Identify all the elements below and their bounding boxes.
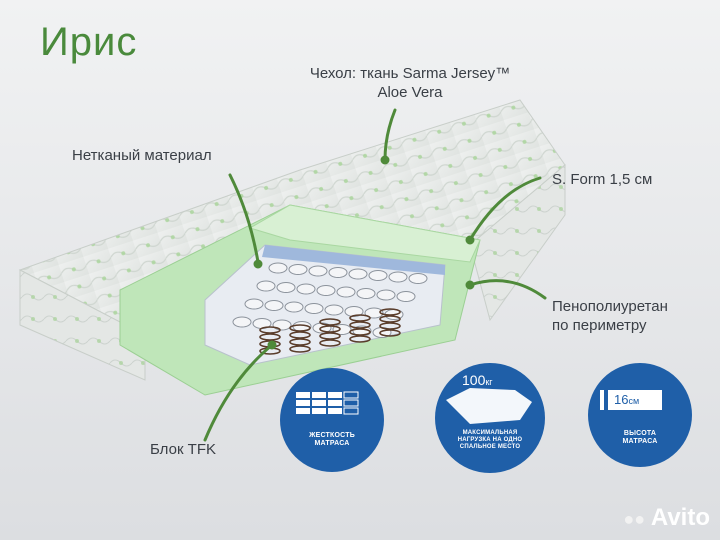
spring-pocket <box>264 300 284 311</box>
spring-pocket <box>304 303 324 314</box>
height-value: 16см <box>614 392 639 407</box>
height-caption: ВЫСОТА МАТРАСА <box>622 430 658 445</box>
spring-coil <box>289 324 311 332</box>
spring-pocket <box>408 273 428 284</box>
load-number: 100 <box>462 372 486 388</box>
spring-coil <box>379 329 401 337</box>
spring-pocket <box>232 316 252 328</box>
height-number: 16 <box>614 392 629 407</box>
badge-firmness <box>280 368 384 472</box>
foam-leader-line <box>468 279 547 300</box>
spring-pocket <box>256 280 276 292</box>
sform-callout: S. Form 1,5 см <box>552 171 653 188</box>
spring-coil <box>379 315 401 323</box>
spring-coil <box>259 326 281 334</box>
spring-pocket <box>376 289 396 301</box>
spring-coil <box>289 331 311 339</box>
nonwoven-leader-line <box>228 173 260 264</box>
spring-pocket <box>272 319 292 331</box>
spring-pocket <box>328 267 348 278</box>
badge-height <box>588 363 692 467</box>
spring-pocket <box>348 268 368 280</box>
spring-pocket <box>388 271 408 283</box>
load-mattress-icon <box>446 388 532 424</box>
block-leader-line <box>203 343 274 442</box>
cover-callout: Чехол: ткань Sarma Jersey™ Aloe Vera <box>300 64 520 102</box>
spring-pocket <box>336 286 356 298</box>
block-callout: Блок TFK <box>150 441 216 458</box>
spring-pocket <box>268 262 288 274</box>
spring-pocket <box>288 264 308 275</box>
avito-watermark-text: Avito <box>650 504 710 531</box>
spring-coil <box>379 308 401 316</box>
spring-pocket <box>308 265 328 277</box>
spring-coil <box>349 321 371 329</box>
height-unit: см <box>628 396 640 406</box>
spring-coil <box>349 328 371 336</box>
spring-coil <box>349 314 371 322</box>
sform-leader-line <box>468 176 542 242</box>
spring-coil <box>319 318 341 326</box>
foam-callout-line1: Пенополиуретан <box>552 298 668 315</box>
load-value: 100кг <box>462 372 493 388</box>
cover-callout-line2: Aloe Vera <box>377 84 443 101</box>
pocket-springs <box>232 262 428 355</box>
load-unit: кг <box>485 377 493 387</box>
spring-coil <box>259 333 281 341</box>
avito-dots-icon: ●● <box>623 509 646 529</box>
firmness-grid-icon <box>296 391 359 415</box>
spring-coil <box>349 335 371 343</box>
spring-coil <box>319 339 341 347</box>
spring-pocket <box>344 306 364 317</box>
spring-pocket <box>356 288 376 299</box>
load-caption: МАКСИМАЛЬНАЯ НАГРУЗКА НА ОДНО СПАЛЬНОЕ М… <box>457 430 523 450</box>
spring-pocket <box>364 307 384 319</box>
spring-pocket <box>324 304 344 316</box>
spring-pocket <box>296 283 316 295</box>
spring-coil <box>289 338 311 346</box>
spring-pocket <box>316 285 336 296</box>
spring-pocket <box>276 282 296 293</box>
badge-load <box>435 363 545 473</box>
foam-callout-line2: по периметру <box>552 317 647 334</box>
spring-coil <box>319 325 341 333</box>
spring-pocket <box>396 291 416 302</box>
foam-callout: Пенополиуретан по периметру <box>552 297 668 335</box>
spring-coil <box>289 345 311 353</box>
spring-pocket <box>284 301 304 313</box>
nonwoven-callout: Нетканый материал <box>72 147 212 164</box>
height-mattress-icon <box>600 390 662 410</box>
spring-pocket <box>244 298 264 310</box>
page-title: Ирис <box>40 20 138 64</box>
avito-watermark: ●● Avito <box>623 504 710 532</box>
spring-coil <box>319 332 341 340</box>
spring-pocket <box>368 270 388 281</box>
spring-coil <box>379 322 401 330</box>
firmness-caption: ЖЕСТКОСТЬ МАТРАСА <box>309 432 355 447</box>
cover-callout-line1: Чехол: ткань Sarma Jersey™ <box>309 65 511 82</box>
